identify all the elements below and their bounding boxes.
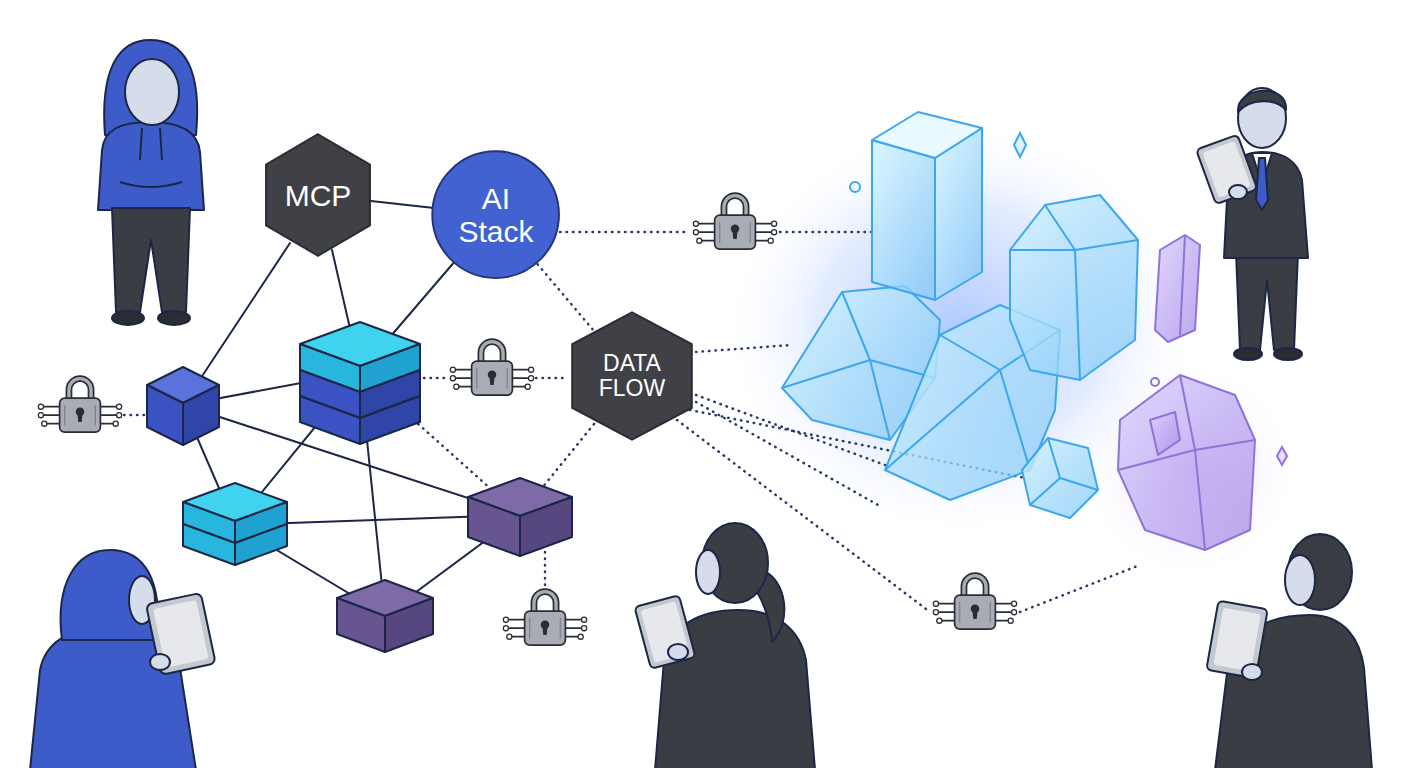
dotted-wire [124, 414, 148, 417]
padlock-icon [933, 576, 1016, 630]
cube-purple [337, 580, 433, 652]
crystal-cluster [1118, 235, 1255, 550]
padlock-icon [450, 342, 533, 396]
dotted-wire [677, 420, 930, 612]
hooded-figure [98, 40, 204, 325]
connector [371, 201, 432, 208]
padlock-icon [503, 592, 586, 646]
crystal-glow [1080, 360, 1300, 580]
dotted-wire [424, 377, 448, 380]
cube-purple [468, 478, 572, 556]
business-figure [1196, 88, 1308, 360]
dotted-wire [560, 231, 690, 234]
hooded-figure [30, 550, 216, 768]
padlock-icon [693, 196, 776, 250]
hexagon-node: DATA FLOW [571, 311, 693, 441]
node-text-group: AI Stack [450, 182, 542, 248]
node-text-group: MCP [285, 179, 352, 212]
business-figure [635, 523, 815, 768]
node-shape [433, 152, 560, 279]
connector [538, 264, 594, 331]
dotted-wire [536, 377, 566, 380]
node-label: MCP [285, 179, 352, 212]
cube-stack [183, 483, 287, 565]
dotted-wire [1020, 565, 1140, 612]
circle-node: AI Stack [431, 150, 560, 279]
node-label: AI Stack [450, 182, 542, 248]
hexagon-node: MCP [265, 133, 371, 257]
dotted-wires [124, 232, 1140, 612]
crystal-cluster [782, 112, 1138, 518]
dotted-wire [780, 231, 876, 234]
network-wires [183, 243, 520, 615]
node-shape [266, 134, 370, 256]
cube-stack [300, 322, 420, 444]
dotted-wire [696, 345, 792, 352]
node-label: DATA FLOW [592, 351, 672, 402]
padlock-icon [38, 379, 121, 433]
business-figure [1206, 534, 1372, 768]
node-shape [572, 312, 692, 439]
node-text-group: DATA FLOW [592, 351, 672, 402]
dotted-wire [544, 552, 547, 588]
cube-small-blue [147, 367, 219, 445]
sparkles [850, 133, 1287, 465]
